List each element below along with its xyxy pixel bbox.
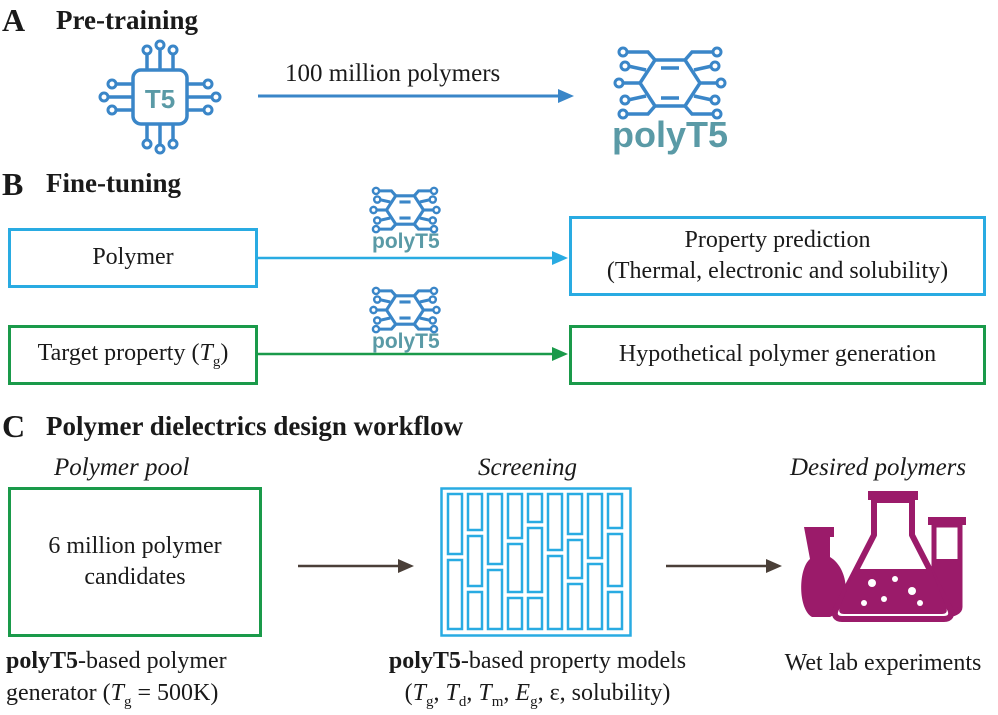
screen-s1: g xyxy=(426,694,434,711)
polymer-input-label: Polymer xyxy=(92,244,174,271)
pool-cap-line2-post: = 500K) xyxy=(131,680,219,707)
polyt5-label-2: polyT5 xyxy=(372,330,440,353)
section-b-title: Fine-tuning xyxy=(46,168,182,198)
generation-arrow xyxy=(258,347,568,361)
screen-tail: , ε, solubility) xyxy=(537,680,671,707)
screen-p1: T xyxy=(412,680,427,707)
section-b-letter: B xyxy=(2,166,24,202)
screen-p4: E xyxy=(515,680,531,707)
polymer-input-box: Polymer xyxy=(8,228,258,288)
pool-tg-sub: g xyxy=(123,694,132,711)
pool-caption: polyT5-based polymer generator (Tg = 500… xyxy=(0,645,278,712)
screen-cap-bold: polyT5 xyxy=(388,648,461,674)
generation-label: Hypothetical polymer generation xyxy=(618,341,937,368)
pool-cap-rest: -based polymer xyxy=(78,648,227,674)
screen-s4: g xyxy=(530,694,538,711)
target-close: ) xyxy=(220,339,229,366)
screening-filter-icon xyxy=(440,487,632,637)
polymer-generation-box: Hypothetical polymer generation xyxy=(569,325,986,385)
property-prediction-box: Property prediction (Thermal, electronic… xyxy=(569,216,986,296)
desired-caption: Wet lab experiments xyxy=(784,650,982,676)
screening-to-desired-arrow xyxy=(666,559,782,573)
pool-line2: candidates xyxy=(84,564,186,590)
lab-flask-icon xyxy=(801,491,966,622)
screen-cap-rest: -based property models xyxy=(460,648,687,674)
screen-s2: d xyxy=(458,694,467,711)
section-c-letter: C xyxy=(2,408,26,444)
prediction-line1: Property prediction xyxy=(684,226,871,253)
finetune-molecule-icon-1 xyxy=(369,186,441,234)
tg-var: T xyxy=(199,339,213,366)
pretrain-arrow-label: 100 million polymers xyxy=(285,60,501,87)
tg-sub: g xyxy=(212,353,221,370)
prediction-line2: (Thermal, electronic and solubility) xyxy=(606,258,949,284)
t5-chip-icon: T5 xyxy=(98,39,222,155)
section-a-title: Pre-training xyxy=(56,5,198,35)
pool-tg-var: T xyxy=(110,680,124,707)
polyt5-molecule-icon xyxy=(613,46,727,120)
chip-label: T5 xyxy=(145,84,175,114)
polyt5-logo-text: polyT5 xyxy=(612,114,729,155)
pool-cap-line2-pre: generator ( xyxy=(6,680,111,707)
screening-heading: Screening xyxy=(478,454,578,481)
pool-line1: 6 million polymer xyxy=(48,532,222,559)
prediction-arrow xyxy=(258,251,568,265)
screen-p2: T xyxy=(445,680,459,707)
screen-p3: T xyxy=(478,680,492,707)
target-property-box: Target property (Tg) xyxy=(8,325,258,385)
screen-s3: m xyxy=(491,694,504,711)
pool-cap-bold: polyT5 xyxy=(6,648,79,674)
target-property-label: Target property ( xyxy=(37,339,200,366)
polyt5-label-1: polyT5 xyxy=(372,230,440,253)
pretrain-arrow xyxy=(258,89,574,103)
section-a-letter: A xyxy=(2,2,26,38)
finetune-molecule-icon-2 xyxy=(369,286,441,334)
desired-heading: Desired polymers xyxy=(790,454,967,481)
pool-heading: Polymer pool xyxy=(54,454,190,481)
section-c-title: Polymer dielectrics design workflow xyxy=(46,411,464,441)
pool-to-screening-arrow xyxy=(298,559,414,573)
polymer-pool-box: 6 million polymer candidates xyxy=(8,487,262,637)
screening-caption: polyT5-based property models (Tg, Td, Tm… xyxy=(388,648,687,711)
